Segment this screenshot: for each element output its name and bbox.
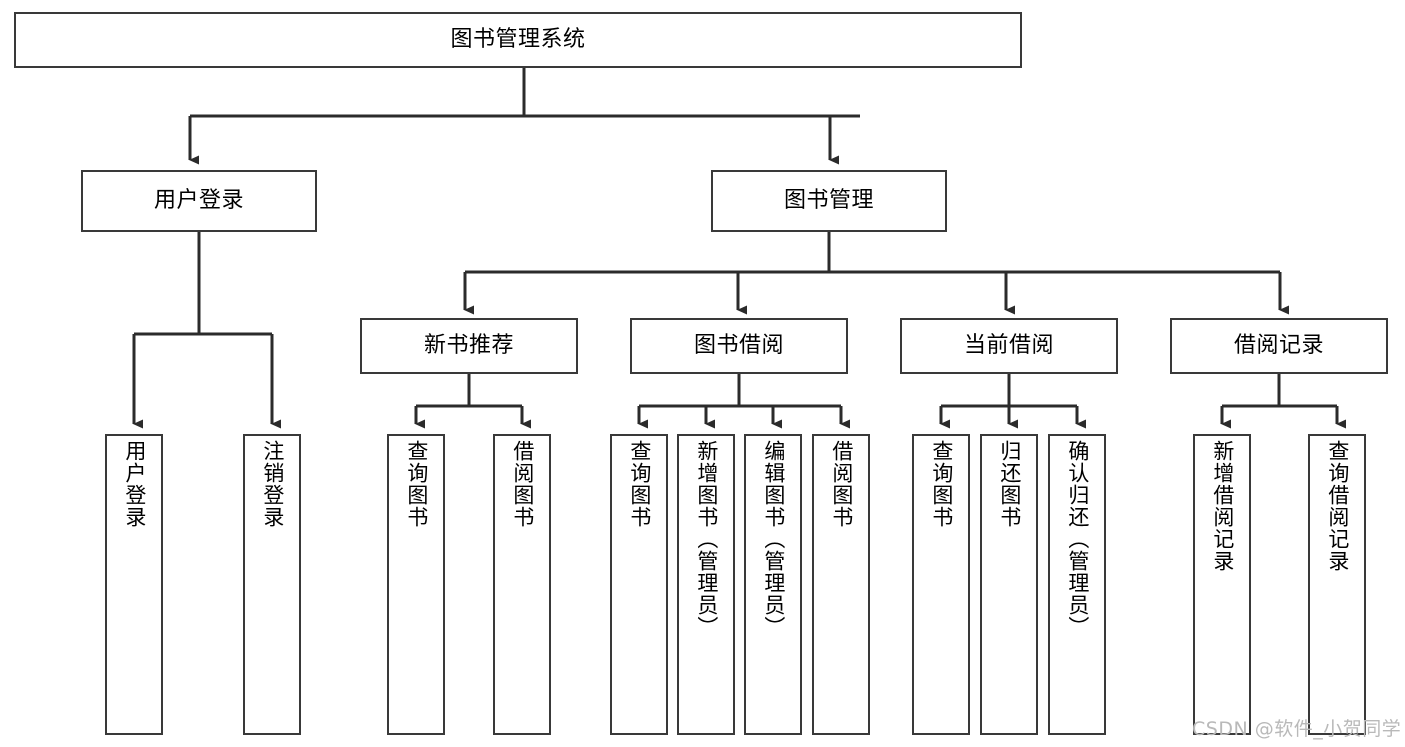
node-user-login[interactable]: 用户登录 (81, 170, 317, 232)
node-leaf-query-borrow-record[interactable]: 查询借阅记录 (1308, 434, 1366, 735)
node-leaf-user-login-label: 用户登录 (122, 440, 147, 528)
node-new-book-recommend[interactable]: 新书推荐 (360, 318, 578, 374)
node-leaf-query-book-3-label: 查询图书 (929, 440, 954, 528)
node-leaf-return-book[interactable]: 归还图书 (980, 434, 1038, 735)
node-leaf-confirm-return[interactable]: 确认归还（管理员） (1048, 434, 1106, 735)
node-book-manage[interactable]: 图书管理 (711, 170, 947, 232)
node-book-borrow-label: 图书借阅 (693, 332, 784, 358)
node-leaf-query-book-1[interactable]: 查询图书 (387, 434, 445, 735)
node-current-borrow-label: 当前借阅 (963, 332, 1054, 358)
node-leaf-add-borrow-record[interactable]: 新增借阅记录 (1193, 434, 1251, 735)
node-borrow-record[interactable]: 借阅记录 (1170, 318, 1388, 374)
node-leaf-logout-login-label: 注销登录 (260, 440, 285, 528)
node-leaf-edit-book-label: 编辑图书（管理员） (761, 440, 786, 638)
node-leaf-borrow-book-2-label: 借阅图书 (829, 440, 854, 528)
node-leaf-borrow-book-1-label: 借阅图书 (510, 440, 535, 528)
node-leaf-query-book-2[interactable]: 查询图书 (610, 434, 668, 735)
node-leaf-borrow-book-2[interactable]: 借阅图书 (812, 434, 870, 735)
node-leaf-query-borrow-record-label: 查询借阅记录 (1325, 440, 1350, 572)
csdn-watermark: CSDN @软件_小贺同学 (1192, 718, 1402, 740)
node-leaf-query-book-2-label: 查询图书 (627, 440, 652, 528)
node-leaf-query-book-3[interactable]: 查询图书 (912, 434, 970, 735)
node-root-label: 图书管理系统 (450, 26, 586, 52)
node-leaf-confirm-return-label: 确认归还（管理员） (1065, 440, 1090, 638)
node-leaf-user-login[interactable]: 用户登录 (105, 434, 163, 735)
node-current-borrow[interactable]: 当前借阅 (900, 318, 1118, 374)
node-book-manage-label: 图书管理 (783, 187, 874, 213)
node-leaf-add-borrow-record-label: 新增借阅记录 (1210, 440, 1235, 572)
node-new-book-recommend-label: 新书推荐 (423, 332, 514, 358)
node-borrow-record-label: 借阅记录 (1233, 332, 1324, 358)
node-leaf-add-book-label: 新增图书（管理员） (694, 440, 719, 638)
node-leaf-add-book[interactable]: 新增图书（管理员） (677, 434, 735, 735)
node-leaf-borrow-book-1[interactable]: 借阅图书 (493, 434, 551, 735)
node-root[interactable]: 图书管理系统 (14, 12, 1022, 68)
node-user-login-label: 用户登录 (153, 187, 244, 213)
node-leaf-logout-login[interactable]: 注销登录 (243, 434, 301, 735)
node-book-borrow[interactable]: 图书借阅 (630, 318, 848, 374)
node-leaf-query-book-1-label: 查询图书 (404, 440, 429, 528)
node-leaf-edit-book[interactable]: 编辑图书（管理员） (744, 434, 802, 735)
node-leaf-return-book-label: 归还图书 (997, 440, 1022, 528)
